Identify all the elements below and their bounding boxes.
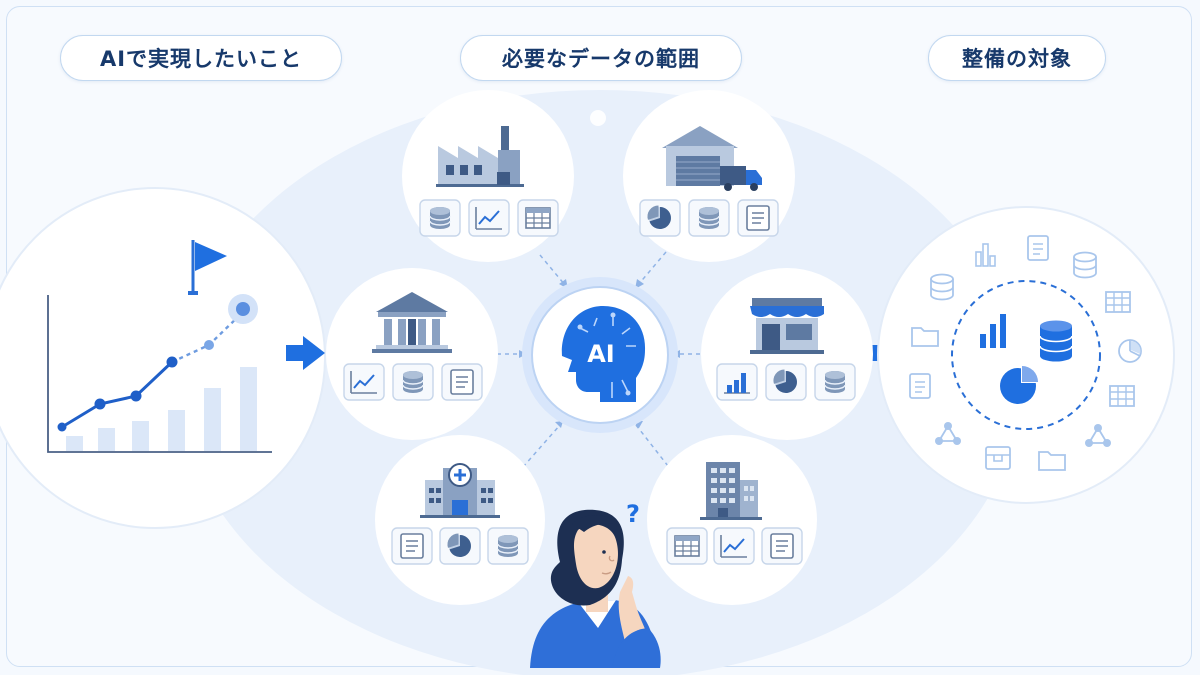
document-icon [770,533,794,559]
goal-chart-circle [0,187,326,529]
node-store [716,298,856,401]
pie-chart-icon [1000,365,1039,404]
document-icon [1027,235,1049,261]
table-icon [674,535,700,557]
document-icon [909,373,931,399]
table-icon [1105,291,1131,313]
document-icon [400,533,424,559]
connector-lines [497,251,700,468]
header-goal: AIで実現したいこと [60,35,342,81]
document-icon [450,369,474,395]
node-hospital [391,463,529,565]
node-office-building [666,462,803,565]
node-warehouse [639,126,779,237]
bar-chart-icon [980,314,1006,348]
bank-icon [372,292,452,353]
database-icon [497,534,519,558]
database-icon [1039,320,1073,362]
thinking-person: ? [530,500,661,668]
target-circle [877,206,1175,504]
pie-chart-icon [1118,339,1142,363]
database-icon [402,370,424,394]
database-icon [698,206,720,230]
center-ai-node: AI [522,277,678,433]
node-bank [343,292,483,401]
node-factory [419,126,559,237]
header-data-scope: 必要なデータの範囲 [460,35,742,81]
factory-icon [436,126,524,187]
office-building-icon [700,462,762,520]
question-mark: ? [626,500,640,528]
store-icon [750,298,824,354]
arrow-right-icon [286,336,325,370]
document-icon [746,205,770,231]
goal-flag-icon [188,240,227,295]
folder-icon [1038,451,1066,471]
header-target: 整備の対象 [928,35,1106,81]
warehouse-icon [662,126,762,191]
table-icon [1109,385,1135,407]
hospital-icon [420,463,500,518]
database-icon [824,370,846,394]
folder-icon [911,327,939,347]
table-icon [525,207,551,229]
ai-label: AI [587,340,615,368]
archive-box-icon [985,446,1011,470]
database-icon [429,206,451,230]
